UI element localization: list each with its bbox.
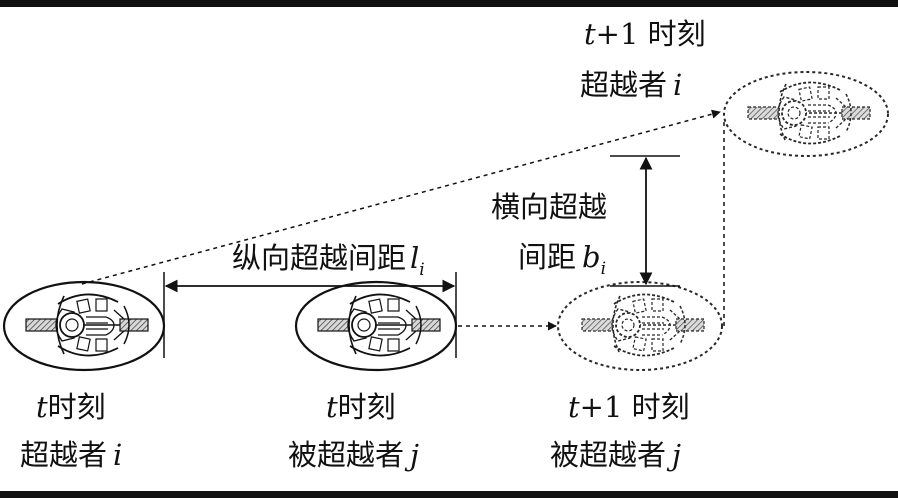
- vehicle-overtaker-t: [2, 280, 166, 372]
- overtaker-t1-caption-line1: t+1 时刻: [584, 17, 706, 51]
- vehicle-overtaken-t: [294, 280, 458, 372]
- overtaken-t1-caption-line1: t+1 时刻: [568, 390, 690, 424]
- overtaken-t-caption-line1: t时刻: [326, 390, 396, 424]
- vehicle-overtaken-t1: [557, 281, 723, 371]
- overtaker-t-caption-line1: t时刻: [36, 390, 106, 424]
- lateral-spacing-label-line1: 横向超越: [491, 190, 607, 224]
- road-edge-top: [0, 0, 898, 7]
- overtaker-trajectory-arrow: [81, 109, 721, 285]
- vehicle-overtaker-t1: [723, 71, 889, 157]
- road-edge-bottom: [0, 491, 898, 498]
